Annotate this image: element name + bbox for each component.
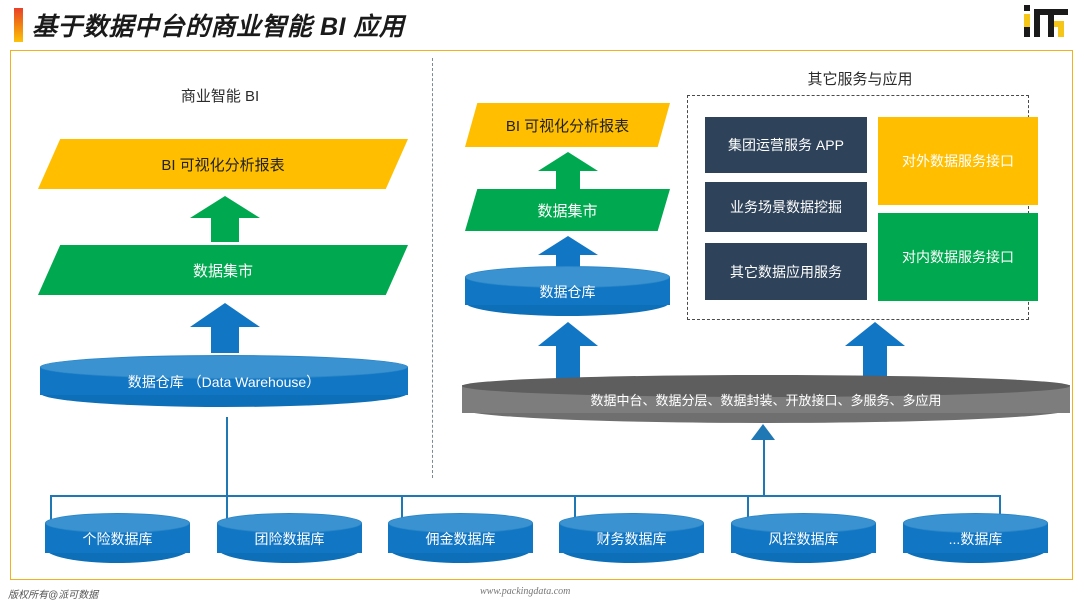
drop-line-0 [50,495,52,521]
services-dashed-container [687,95,1029,320]
database-label-4: 风控数据库 [768,531,839,547]
page-title: 基于数据中台的商业智能 BI 应用 [32,13,405,41]
mid-data-mart-banner[interactable]: 数据集市 [465,189,670,231]
mid-arrow-mart-to-bi [538,152,598,190]
database-label-1: 团险数据库 [254,531,325,547]
database-cylinder-5[interactable]: ...数据库 [903,513,1048,563]
database-cylinder-3[interactable]: 财务数据库 [559,513,704,563]
ifr-logo-icon [1022,5,1072,43]
left-data-warehouse-cylinder[interactable]: 数据仓库 （Data Warehouse） [40,355,408,407]
left-bi-report-banner[interactable]: BI 可视化分析报表 [38,139,408,189]
database-label-3: 财务数据库 [596,531,667,547]
services-section-caption: 其它服务与应用 [807,71,913,88]
drop-line-5 [999,495,1001,521]
data-platform-label: 数据中台、数据分层、数据封装、开放接口、多服务、多应用 [590,393,942,408]
drop-line-3 [574,495,576,521]
left-section-caption: 商业智能 BI [180,88,260,105]
mid-bi-report-banner[interactable]: BI 可视化分析报表 [465,103,670,147]
header-bar: 基于数据中台的商业智能 BI 应用 [0,0,1084,50]
database-label-5: ...数据库 [948,531,1003,547]
drop-line-4 [747,495,749,521]
bus-riser-right-arrowhead [751,424,775,440]
left-arrow-dw-to-mart [190,303,260,353]
service-box-0[interactable]: 集团运营服务 APP [705,117,867,173]
footer-copyright: 版权所有@派可数据 [8,590,99,601]
drop-line-1 [226,495,228,521]
service-box-1[interactable]: 业务场景数据挖掘 [705,182,867,232]
bus-riser-right [763,437,765,496]
bus-horizontal-line [50,495,1000,497]
database-cylinder-0[interactable]: 个险数据库 [45,513,190,563]
database-cylinder-4[interactable]: 风控数据库 [731,513,876,563]
external-api-box[interactable]: 对外数据服务接口 [878,117,1038,205]
internal-api-box[interactable]: 对内数据服务接口 [878,213,1038,301]
platform-to-dw-arrow [538,322,598,380]
platform-to-services-arrow [845,322,905,380]
database-label-2: 佣金数据库 [425,531,496,547]
mid-data-warehouse-cylinder[interactable]: 数据仓库 [465,266,670,316]
left-data-mart-banner[interactable]: 数据集市 [38,245,408,295]
mid-data-warehouse-label: 数据仓库 [539,284,596,300]
bus-riser-left [226,417,228,496]
left-arrow-mart-to-bi [190,196,260,242]
data-platform-cylinder[interactable]: 数据中台、数据分层、数据封装、开放接口、多服务、多应用 [462,375,1070,423]
drop-line-2 [401,495,403,521]
vertical-divider [432,58,433,478]
left-data-warehouse-label: 数据仓库 （Data Warehouse） [127,374,321,390]
database-label-0: 个险数据库 [82,531,153,547]
database-cylinder-1[interactable]: 团险数据库 [217,513,362,563]
title-accent-bar [14,8,23,42]
footer-website: www.packingdata.com [480,586,571,597]
database-cylinder-2[interactable]: 佣金数据库 [388,513,533,563]
service-box-2[interactable]: 其它数据应用服务 [705,243,867,300]
